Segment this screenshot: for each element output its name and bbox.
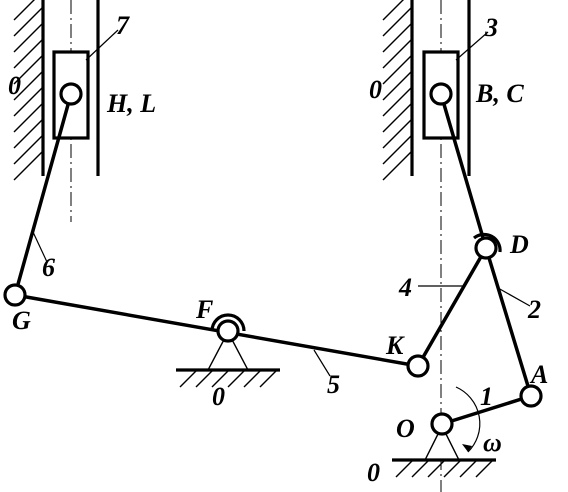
leader-2	[497, 287, 531, 307]
joint-D-bearing	[472, 232, 502, 253]
joint-F	[216, 319, 240, 343]
link-1-crank	[440, 394, 533, 426]
label-point-F: F	[195, 295, 213, 324]
leader-3	[455, 31, 489, 61]
label-point-HL: H, L	[106, 89, 156, 118]
joint-K	[406, 354, 430, 378]
label-link-2: 2	[527, 295, 541, 324]
link-4	[416, 246, 488, 368]
right-guide-hatching	[382, 0, 413, 181]
joint-HL	[59, 82, 83, 106]
support-F	[176, 330, 280, 388]
joint-A	[519, 384, 543, 408]
label-link-5: 5	[327, 370, 340, 399]
label-point-G: G	[12, 306, 31, 335]
label-frame-right: 0	[369, 75, 382, 104]
label-frame-left: 0	[8, 71, 21, 100]
label-link-4: 4	[398, 273, 412, 302]
link-2	[484, 246, 533, 398]
label-point-O: O	[396, 414, 415, 443]
joint-G	[3, 283, 27, 307]
label-point-D: D	[509, 230, 529, 259]
label-frame-F: 0	[212, 382, 225, 411]
label-point-BC: B, C	[475, 79, 524, 108]
label-point-K: K	[385, 331, 405, 360]
label-point-A: A	[529, 360, 548, 389]
joint-F-bearing	[210, 313, 246, 332]
joint-D	[474, 236, 498, 260]
leader-6	[32, 231, 48, 263]
joint-O	[430, 412, 454, 436]
label-link-1: 1	[480, 382, 493, 411]
left-guide	[13, 0, 100, 222]
label-link-6: 6	[42, 253, 55, 282]
support-O	[392, 424, 496, 478]
leader-5	[313, 349, 331, 377]
left-guide-hatching	[13, 0, 44, 181]
omega-arc	[455, 386, 481, 453]
label-omega: ω	[483, 428, 502, 457]
label-frame-O: 0	[367, 458, 380, 487]
link-3-rod	[439, 92, 488, 250]
link-6	[13, 92, 73, 297]
label-slider-7: 7	[116, 11, 130, 40]
omega-arrow-icon	[462, 444, 472, 452]
leader-7	[85, 29, 119, 61]
label-slider-3: 3	[484, 13, 498, 42]
joint-BC	[429, 82, 453, 106]
